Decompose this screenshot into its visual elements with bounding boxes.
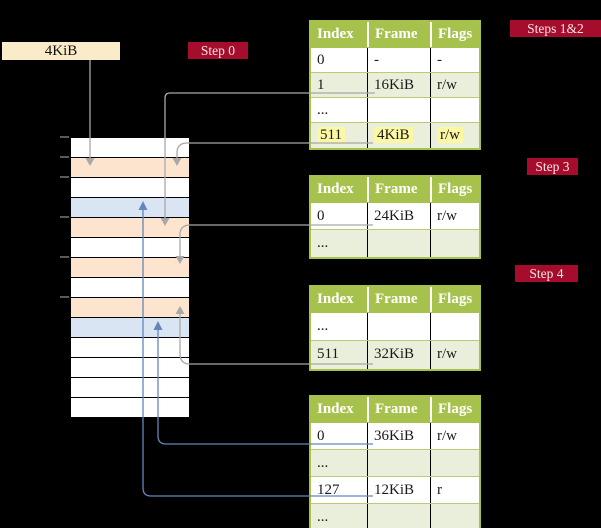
table-cell	[367, 98, 430, 122]
table-cell: ...	[317, 235, 329, 251]
memory-cell-peach	[71, 298, 189, 318]
table-cell	[430, 450, 479, 476]
highlighted-value: 4KiB	[374, 127, 413, 143]
table-cell: 36KiB	[367, 423, 430, 449]
table-cell: 0	[317, 208, 325, 224]
column-header: Index	[317, 26, 354, 42]
table-cell	[367, 313, 430, 340]
memory-cell-peach	[71, 158, 189, 178]
column-header: Frame	[367, 177, 430, 202]
table-cell: 4KiB	[367, 123, 430, 148]
table-cell: ...	[317, 509, 329, 525]
table-row: ...	[311, 450, 479, 477]
table-row: ...	[311, 230, 479, 257]
memory-cell-white	[71, 398, 189, 417]
memory-cell-white	[71, 178, 189, 198]
badge-step-3-label: Step 3	[535, 159, 570, 174]
table-row: 511 4KiB r/w	[311, 123, 479, 148]
column-header: Frame	[367, 397, 430, 422]
table-cell: ...	[317, 455, 329, 471]
badge-step-4: Step 4	[515, 265, 578, 282]
table-cell: 127	[317, 482, 340, 498]
badge-step-4-label: Step 4	[529, 266, 564, 281]
memory-cell-white	[71, 358, 189, 378]
table-cell: r/w	[430, 341, 479, 369]
table-row: ...	[311, 504, 479, 528]
memory-column	[70, 137, 190, 418]
table-cell	[367, 450, 430, 476]
memory-cell-blue	[71, 198, 189, 218]
table-cell: r/w	[430, 423, 479, 449]
memory-cell-white	[71, 338, 189, 358]
ptbr-box: 4KiB	[2, 42, 120, 60]
column-header: Flags	[430, 22, 479, 47]
column-header: Index	[317, 291, 354, 307]
table-cell: -	[430, 48, 479, 72]
column-header: Flags	[430, 177, 479, 202]
badge-steps-1-2: Steps 1&2	[510, 20, 601, 37]
table-cell	[430, 98, 479, 122]
table-cell: 16KiB	[367, 73, 430, 97]
column-header: Index	[317, 401, 354, 417]
table-cell: 12KiB	[367, 477, 430, 503]
table-cell: -	[367, 48, 430, 72]
column-header: Index	[317, 181, 354, 197]
column-header: Frame	[367, 22, 430, 47]
memory-cell-peach	[71, 258, 189, 278]
ptbr-label: 4KiB	[44, 43, 78, 59]
memory-cell-white	[71, 238, 189, 258]
highlighted-value: 511	[317, 127, 345, 143]
table-cell	[367, 230, 430, 257]
highlighted-value: r/w	[437, 127, 463, 143]
table-cell: 0	[317, 428, 325, 444]
table-cell: r/w	[430, 123, 479, 148]
table-cell: r/w	[430, 203, 479, 229]
table-row: ...	[311, 313, 479, 341]
memory-cell-white	[71, 138, 189, 158]
table-cell: 1	[317, 77, 325, 93]
table-cell	[367, 504, 430, 528]
table-cell: 24KiB	[367, 203, 430, 229]
table-cell: 511	[311, 123, 367, 148]
badge-step-0-label: Step 0	[200, 43, 236, 58]
table-cell: r/w	[430, 73, 479, 97]
table-cell: r	[430, 477, 479, 503]
table-cell	[430, 230, 479, 257]
badge-step-0: Step 0	[188, 42, 248, 59]
memory-tick-marks	[60, 136, 69, 298]
memory-cell-white	[71, 378, 189, 398]
table-row: ...	[311, 98, 479, 123]
table-cell: 32KiB	[367, 341, 430, 369]
table-cell: 0	[317, 52, 325, 68]
table-cell: ...	[317, 318, 329, 334]
column-header: Flags	[430, 287, 479, 312]
table-cell	[430, 313, 479, 340]
table-row: 0 --	[311, 48, 479, 73]
table-cell	[430, 504, 479, 528]
memory-cell-blue	[71, 318, 189, 338]
table-cell: 511	[317, 346, 339, 362]
column-header: Frame	[367, 287, 430, 312]
column-header: Flags	[430, 397, 479, 422]
table-cell: ...	[317, 102, 329, 118]
badge-steps-1-2-label: Steps 1&2	[527, 21, 584, 36]
badge-step-3: Step 3	[527, 158, 578, 175]
memory-cell-white	[71, 278, 189, 298]
memory-cell-peach	[71, 218, 189, 238]
